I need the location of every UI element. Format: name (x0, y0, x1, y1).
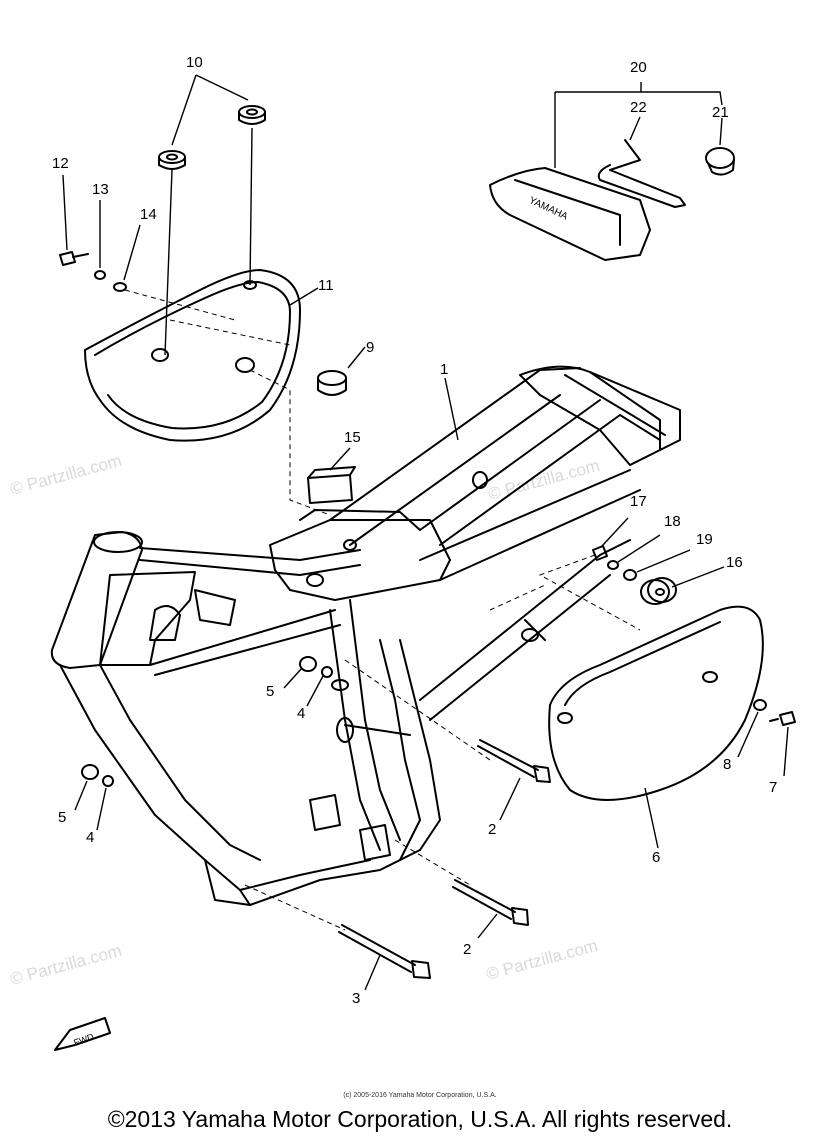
callout-14: 14 (140, 206, 157, 223)
watermark-center: © Partzilla.com (486, 456, 602, 504)
grommet-16 (640, 577, 677, 605)
callout-5-upper: 5 (266, 683, 274, 700)
washer-8 (753, 699, 767, 711)
callout-17: 17 (630, 493, 647, 510)
bolt-3 (338, 924, 431, 979)
callout-19: 19 (696, 531, 713, 548)
collar-19 (623, 569, 637, 581)
bolt-12 (59, 251, 89, 266)
washer-13 (94, 270, 106, 280)
cap-21 (705, 147, 735, 176)
watermark-bottom-right: © Partzilla.com (484, 936, 600, 984)
callout-12: 12 (52, 155, 69, 172)
callout-3: 3 (352, 990, 360, 1007)
bracket-22 (597, 139, 686, 208)
damper-10-left (158, 150, 186, 170)
leader-lines (62, 74, 789, 991)
bolt-2-upper (477, 739, 551, 783)
callout-15: 15 (344, 429, 361, 446)
callout-8: 8 (723, 756, 731, 773)
callout-4-upper: 4 (297, 705, 305, 722)
callout-18: 18 (664, 513, 681, 530)
pad-15 (307, 466, 356, 504)
watermark-bottom-left: © Partzilla.com (8, 941, 124, 989)
callout-22: 22 (630, 99, 647, 116)
tool-bag-20 (489, 167, 651, 261)
callout-21: 21 (712, 104, 729, 121)
callout-7: 7 (769, 779, 777, 796)
dashed-guides (124, 289, 641, 931)
callout-1: 1 (440, 361, 448, 378)
damper-10-right (238, 105, 266, 125)
side-cover-6 (548, 605, 764, 801)
callout-2-upper: 2 (488, 821, 496, 838)
nut-5-lower (81, 764, 99, 780)
callout-5-lower: 5 (58, 809, 66, 826)
fwd-arrow-icon (54, 1017, 111, 1051)
washer-4-upper (321, 666, 333, 678)
callout-9: 9 (366, 339, 374, 356)
callout-4-lower: 4 (86, 829, 94, 846)
callouts: 10 12 13 14 11 9 1 15 20 22 21 17 18 19 … (52, 54, 777, 1007)
washer-18 (607, 560, 619, 570)
callout-11: 11 (318, 277, 334, 294)
tool-bag-label: YAMAHA (527, 195, 570, 223)
washer-14 (113, 282, 127, 292)
side-cover-11 (84, 269, 301, 442)
callout-2-lower: 2 (463, 941, 471, 958)
nut-5-upper (299, 656, 317, 672)
copyright-small: (c) 2005-2016 Yamaha Motor Corporation, … (343, 1092, 497, 1099)
screw-7 (769, 711, 796, 726)
bolt-17 (592, 545, 608, 561)
callout-10: 10 (186, 54, 203, 71)
callout-16: 16 (726, 554, 743, 571)
fwd-label: FWD (72, 1031, 95, 1048)
bolt-2-lower (452, 879, 529, 926)
callout-13: 13 (92, 181, 109, 198)
main-frame (50, 365, 681, 906)
callout-20: 20 (630, 59, 647, 76)
copyright-main: ©2013 Yamaha Motor Corporation, U.S.A. A… (107, 1106, 733, 1132)
callout-6: 6 (652, 849, 660, 866)
watermark-left: © Partzilla.com (8, 451, 124, 499)
washer-4-lower (102, 775, 114, 787)
damper-9 (317, 370, 347, 396)
